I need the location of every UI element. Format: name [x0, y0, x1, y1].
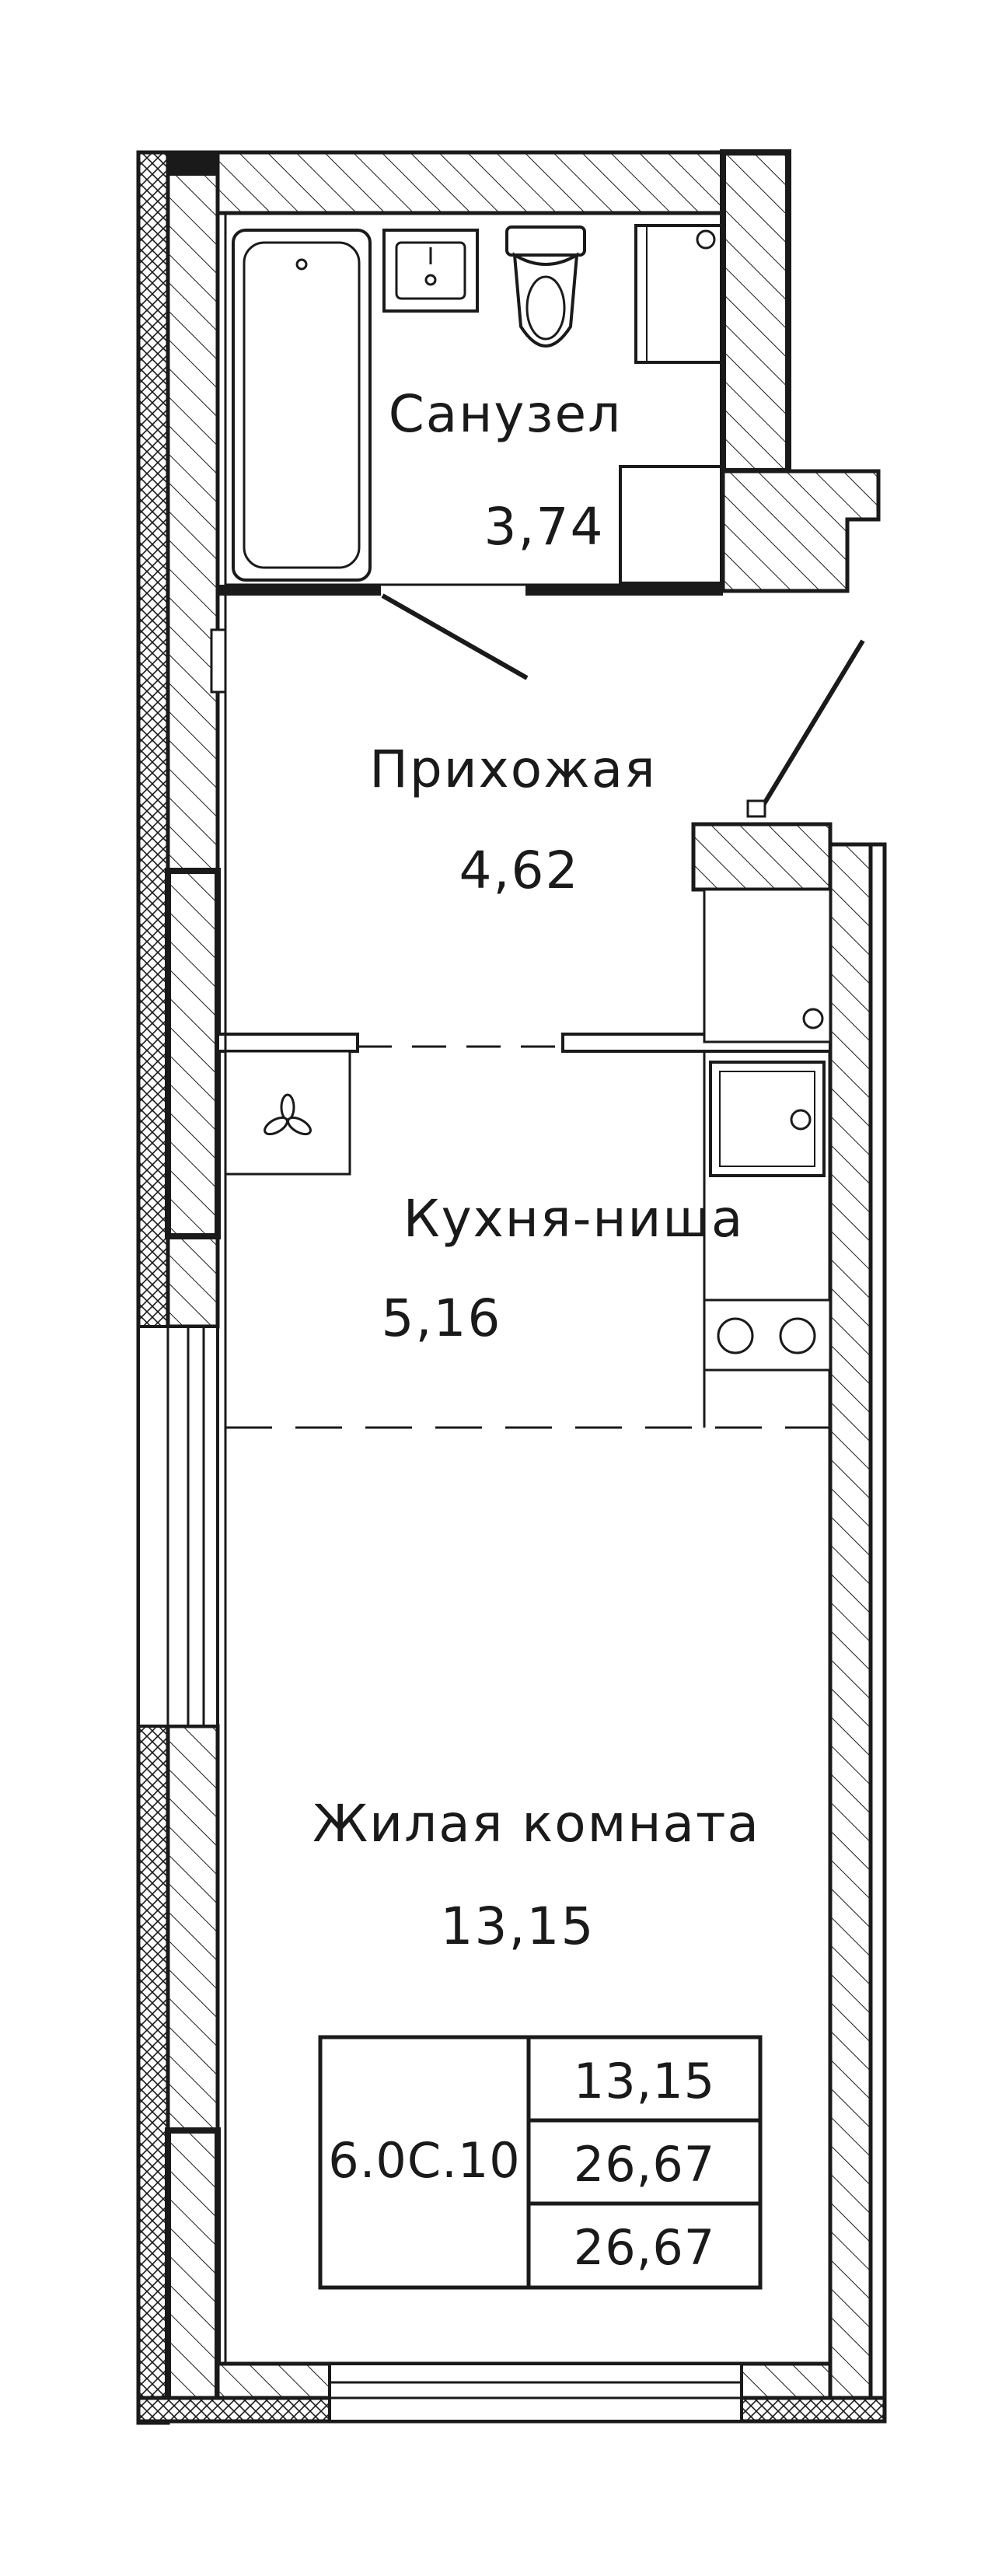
kitchen-fixtures	[224, 888, 832, 1428]
bathroom-name: Санузел	[389, 384, 623, 444]
sink-icon	[382, 229, 479, 313]
total-area-with-balcony-value: 26,67	[574, 2219, 716, 2276]
left-light-switch	[210, 628, 227, 694]
bathroom-partition-left	[218, 585, 381, 596]
area-summary-table: 6.0С.10 13,15 26,67 26,67	[318, 2035, 763, 2290]
kitchen-area: 5,16	[382, 1288, 502, 1348]
living-name: Жилая комната	[312, 1794, 760, 1854]
entry-door-hinge	[746, 799, 766, 818]
bathtub-icon	[232, 229, 372, 582]
stove-icon	[703, 1298, 832, 1372]
doors	[381, 593, 865, 818]
bathroom-inner-frame	[224, 211, 724, 586]
living-area-value: 13,15	[574, 2053, 716, 2109]
bathroom-area: 3,74	[484, 497, 605, 557]
living-area: 13,15	[441, 1896, 595, 1956]
room-labels: Санузел 3,74 Прихожая 4,62 Кухня-ниша 5,…	[312, 384, 760, 1956]
entry-door-leaf	[758, 639, 865, 812]
apartment-code: 6.0С.10	[328, 2132, 521, 2189]
kitchen-name: Кухня-ниша	[403, 1189, 745, 1249]
bathroom-fixtures	[232, 224, 723, 585]
bottom-window	[328, 2362, 743, 2423]
left-column-3	[165, 2127, 221, 2421]
left-window-1	[137, 1325, 219, 1728]
top-right-column	[720, 149, 791, 474]
bathroom-partition-right	[525, 585, 723, 596]
washing-machine	[619, 465, 723, 585]
right-structural-wall	[828, 842, 873, 2424]
entry-jamb	[691, 822, 833, 892]
kitchen-partition-left	[216, 1033, 359, 1053]
right-outer-wall	[868, 842, 887, 2424]
left-column-1	[168, 152, 218, 176]
toilet-icon	[505, 225, 586, 348]
fan-icon	[224, 1050, 351, 1176]
total-area-value: 26,67	[574, 2136, 716, 2193]
top-wall	[215, 150, 725, 215]
vent-shaft	[721, 469, 881, 593]
kitchen-sink-icon	[709, 1061, 826, 1177]
left-column-2	[165, 868, 221, 1239]
shower-icon	[634, 224, 723, 364]
hallway-area: 4,62	[459, 841, 580, 900]
bathroom-door-leaf	[381, 593, 529, 680]
hallway-name: Прихожая	[369, 739, 656, 799]
left-outer-wall	[136, 150, 170, 2425]
counter-outlet	[802, 1008, 824, 1029]
exterior-walls	[136, 149, 887, 2425]
